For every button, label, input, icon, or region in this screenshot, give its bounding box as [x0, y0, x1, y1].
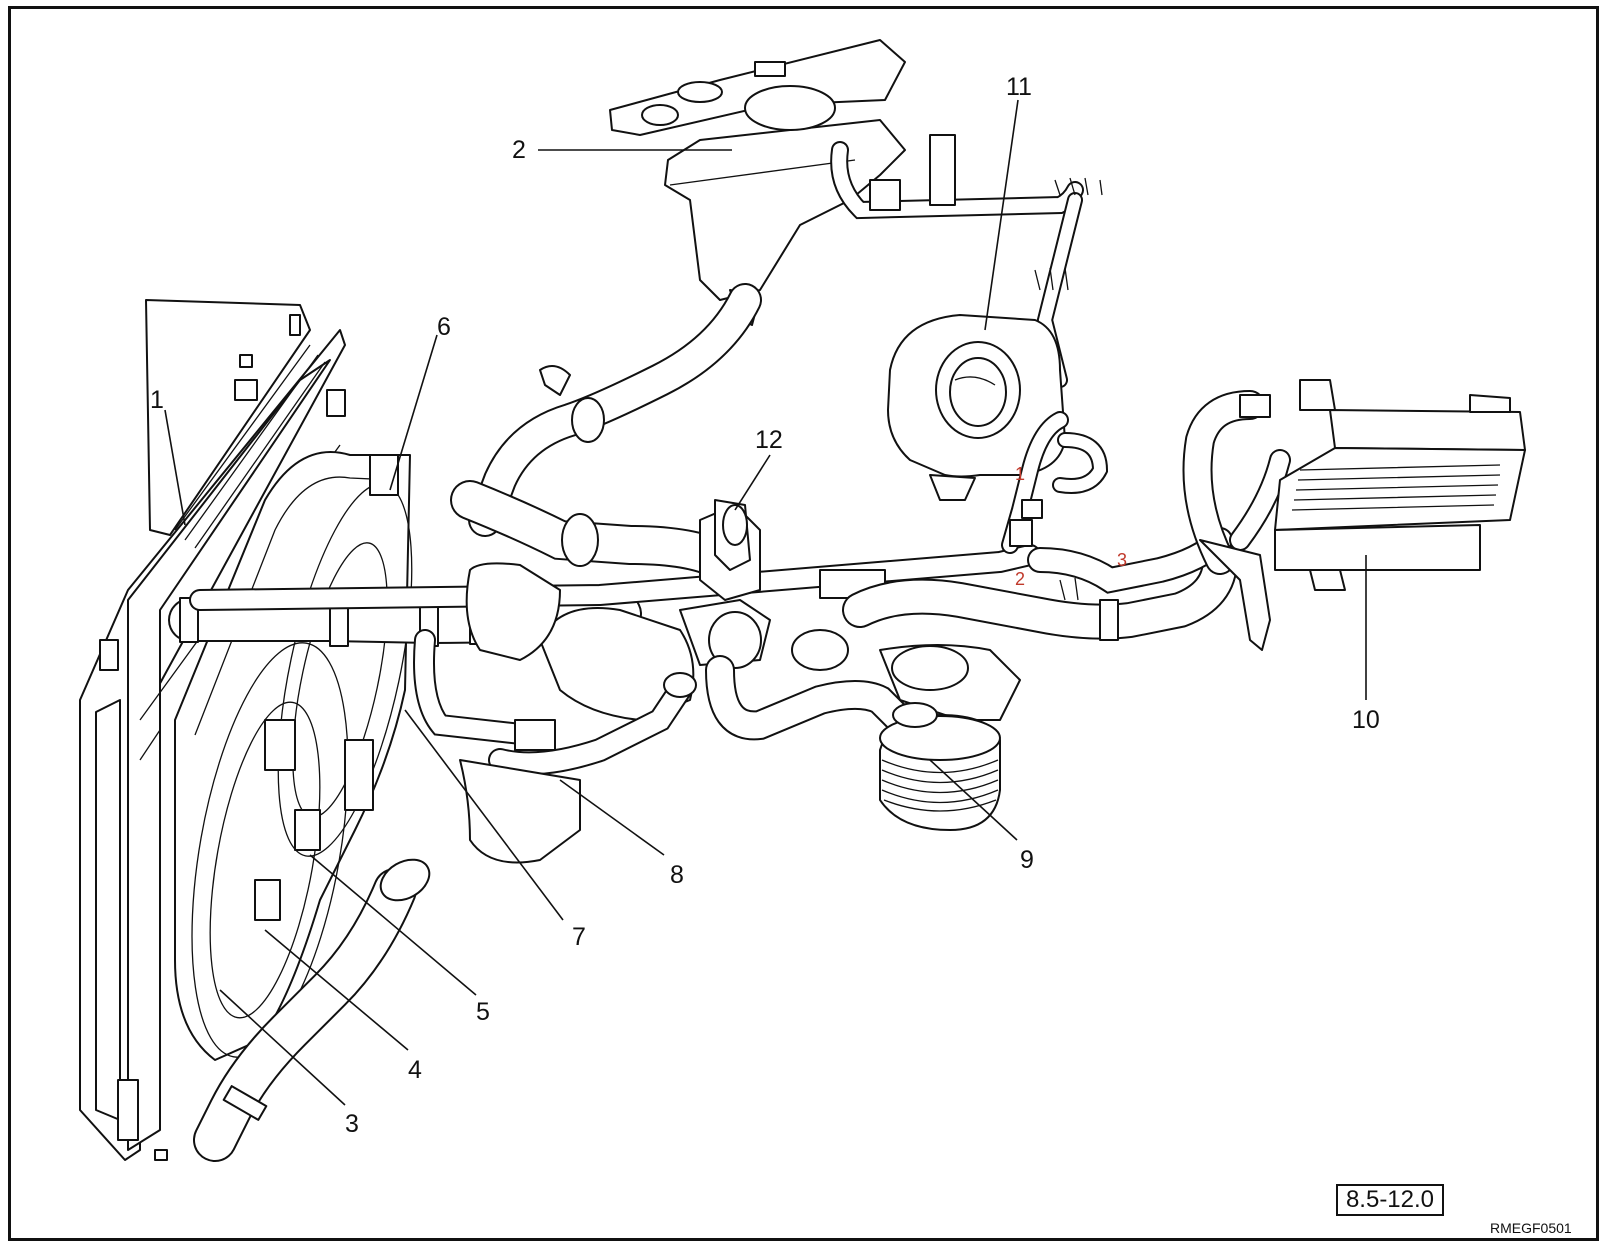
overflow-pipe [488, 672, 697, 776]
throttle-body [887, 314, 1066, 501]
heater-pipe [189, 544, 1041, 611]
callout-3: 3 [345, 1110, 359, 1138]
callout-2: 2 [512, 136, 526, 164]
water-pump-pulley [879, 644, 1021, 831]
callout-10: 10 [1352, 706, 1380, 734]
sub-callout-1: 1 [1015, 464, 1025, 484]
throttle-coolant-lines [1001, 411, 1109, 554]
figure-code: RMEGF0501 [1490, 1220, 1572, 1236]
callout-1: 1 [150, 386, 164, 414]
leader-lines [164, 99, 1367, 1106]
diagram-frame [8, 6, 1599, 1241]
bypass-hose [413, 629, 556, 751]
callout-9: 9 [1020, 846, 1034, 874]
callout-5: 5 [476, 998, 490, 1026]
sub-callout-labels: 1 2 3 [1015, 464, 1127, 589]
expansion-tank [609, 39, 906, 326]
callout-11: 11 [1006, 73, 1032, 101]
thermostat-housing [714, 499, 751, 571]
callout-12: 12 [755, 426, 783, 454]
engine-block-section [459, 759, 581, 864]
sub-callout-3: 3 [1117, 550, 1127, 570]
reference-box: 8.5-12.0 [1336, 1184, 1444, 1216]
callout-labels: 1 2 3 4 5 6 7 8 9 10 11 12 [150, 73, 1380, 1138]
callout-6: 6 [437, 313, 451, 341]
heater-core [1274, 379, 1526, 591]
radiator [79, 299, 346, 1161]
lower-radiator-hose [193, 858, 431, 1162]
callout-7: 7 [572, 923, 586, 951]
sub-callout-2: 2 [1015, 569, 1025, 589]
callout-8: 8 [670, 861, 684, 889]
heater-return-hose [842, 390, 1291, 651]
callout-4: 4 [408, 1056, 422, 1084]
tank-outlet-hose [468, 283, 762, 537]
